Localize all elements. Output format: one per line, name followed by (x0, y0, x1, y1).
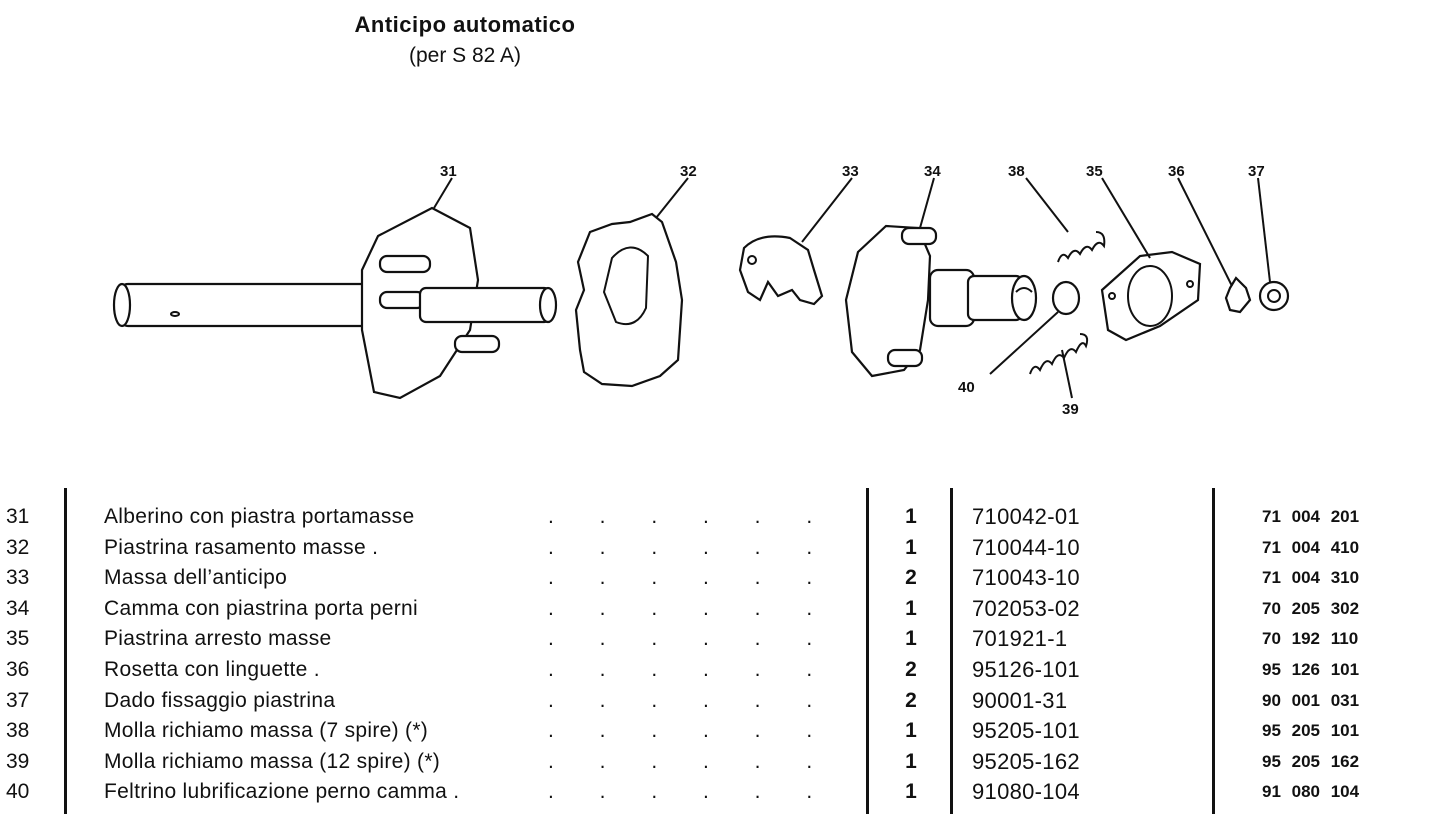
part-number: 35 (6, 627, 30, 651)
part-quantity: 1 (905, 749, 917, 773)
catalog-number: 90 001 031 (1262, 690, 1360, 710)
part-number: 36 (6, 658, 30, 681)
part-description: Molla richiamo massa (12 spire) (*) (104, 749, 441, 773)
title-block: Anticipo automatico (per S 82 A) (300, 12, 630, 68)
part-code: 710044-10 (972, 534, 1080, 560)
part-number: 34 (6, 596, 30, 620)
catalog-number: 95 205 101 (1262, 721, 1360, 741)
part-39-spring (1029, 333, 1089, 375)
part-quantity: 2 (905, 688, 917, 712)
column-divider (1212, 488, 1215, 814)
table-row: 39 Molla richiamo massa (12 spire) (*) . .… (0, 747, 1432, 778)
part-code: 95126-101 (972, 657, 1080, 682)
part-quantity: 1 (905, 627, 917, 651)
callout-39: 39 (1062, 401, 1079, 418)
exploded-view-diagram: 31 32 33 34 38 35 36 37 40 39 (112, 163, 1290, 418)
part-description: Alberino con piastra portamasse (104, 505, 415, 528)
column-divider (950, 488, 953, 814)
table-row: 31 Alberino con piastra portamasse . . . .… (0, 502, 1432, 533)
part-code: 702053-02 (972, 595, 1080, 621)
catalog-number: 95 205 162 (1262, 751, 1360, 771)
part-quantity: 1 (905, 719, 917, 743)
part-description: Molla richiamo massa (7 spire) (*) (104, 719, 429, 743)
catalog-number: 70 205 302 (1262, 598, 1360, 618)
page-subtitle: (per S 82 A) (408, 44, 522, 67)
part-number: 38 (6, 719, 30, 743)
callout-33: 33 (842, 163, 859, 180)
part-40-felt-pad (1051, 280, 1081, 316)
table-row: 33 Massa dell’anticipo . . . . . . . . 2 710… (0, 563, 1432, 594)
table-row: 40 Feltrino lubrificazione perno camma ..… (0, 777, 1432, 808)
leader-dots: . . . . . . . . (548, 566, 838, 590)
part-quantity: 2 (905, 566, 917, 590)
leader-dots: . . . . . . . . (548, 780, 838, 804)
callout-36: 36 (1168, 163, 1185, 180)
part-36-tab-washer (1224, 276, 1252, 314)
callout-35: 35 (1086, 163, 1103, 180)
part-number: 33 (6, 566, 30, 590)
table-row: 35 Piastrina arresto masse . . . . . . . .… (0, 624, 1432, 655)
page-title: Anticipo automatico (354, 12, 576, 37)
callout-37: 37 (1248, 163, 1265, 180)
part-35-stop-plate (1100, 250, 1202, 342)
leader-dots: . . . . . . . . (548, 535, 838, 559)
part-number: 31 (6, 505, 30, 528)
part-quantity: 1 (905, 535, 917, 559)
leader-dots: . . . . . . . . (548, 688, 838, 712)
callout-34: 34 (924, 163, 941, 180)
part-32-thrust-plate (574, 212, 684, 388)
part-description: Dado fissaggio piastrina (104, 688, 336, 712)
part-description: Feltrino lubrificazione perno camma . (104, 780, 460, 804)
table-row: 37 Dado fissaggio piastrina . . . . . . . … (0, 686, 1432, 717)
part-quantity: 1 (905, 505, 917, 528)
catalog-number: 91 080 104 (1262, 782, 1360, 802)
part-code: 91080-104 (972, 779, 1080, 805)
part-quantity: 1 (905, 596, 917, 620)
column-divider (64, 488, 67, 814)
part-33-advance-weight (738, 235, 824, 306)
part-code: 701921-1 (972, 626, 1068, 652)
leader-dots: . . . . . . . . (548, 749, 838, 773)
part-description: Piastrina rasamento masse . (104, 535, 379, 559)
catalog-number: 71 004 410 (1262, 537, 1360, 557)
part-38-spring (1057, 231, 1106, 263)
part-number: 37 (6, 688, 30, 712)
part-description: Rosetta con linguette . (104, 658, 320, 681)
part-code: 710042-01 (972, 504, 1080, 529)
catalog-number: 70 192 110 (1262, 629, 1359, 649)
leader-dots: . . . . . . . . (548, 596, 838, 620)
leader-dots: . . . . . . . . (548, 627, 838, 651)
part-code: 95205-101 (972, 718, 1080, 744)
column-divider (866, 488, 869, 814)
part-code: 95205-162 (972, 748, 1080, 774)
callout-31: 31 (440, 163, 457, 180)
part-code: 710043-10 (972, 565, 1080, 591)
catalog-number: 71 004 201 (1262, 507, 1360, 526)
part-code: 90001-31 (972, 687, 1068, 713)
part-37-nut (1258, 280, 1290, 312)
part-number: 39 (6, 749, 30, 773)
part-number: 32 (6, 535, 30, 559)
leader-dots: . . . . . . . . (548, 658, 838, 681)
catalog-number: 95 126 101 (1262, 660, 1360, 679)
table-row: 34 Camma con piastrina porta perni . . . .… (0, 594, 1432, 625)
part-description: Massa dell’anticipo (104, 566, 288, 590)
part-31-shaft-plate (112, 206, 558, 400)
table-row: 36 Rosetta con linguette . . . . . . . . .… (0, 655, 1432, 686)
leader-dots: . . . . . . . . (548, 719, 838, 743)
part-34-cam (844, 224, 1038, 378)
part-quantity: 2 (905, 658, 917, 681)
table-row: 32 Piastrina rasamento masse . . . . . . .… (0, 533, 1432, 564)
part-description: Piastrina arresto masse (104, 627, 332, 651)
callout-40: 40 (958, 379, 975, 396)
part-description: Camma con piastrina porta perni (104, 596, 418, 620)
table-row: 38 Molla richiamo massa (7 spire) (*) . . … (0, 716, 1432, 747)
callout-38: 38 (1008, 163, 1025, 180)
catalog-number: 71 004 310 (1262, 568, 1360, 588)
part-quantity: 1 (905, 780, 917, 804)
part-number: 40 (6, 780, 30, 804)
parts-table: 31 Alberino con piastra portamasse . . . .… (0, 488, 1432, 814)
leader-dots: . . . . . . . . (548, 505, 838, 528)
callout-32: 32 (680, 163, 697, 180)
